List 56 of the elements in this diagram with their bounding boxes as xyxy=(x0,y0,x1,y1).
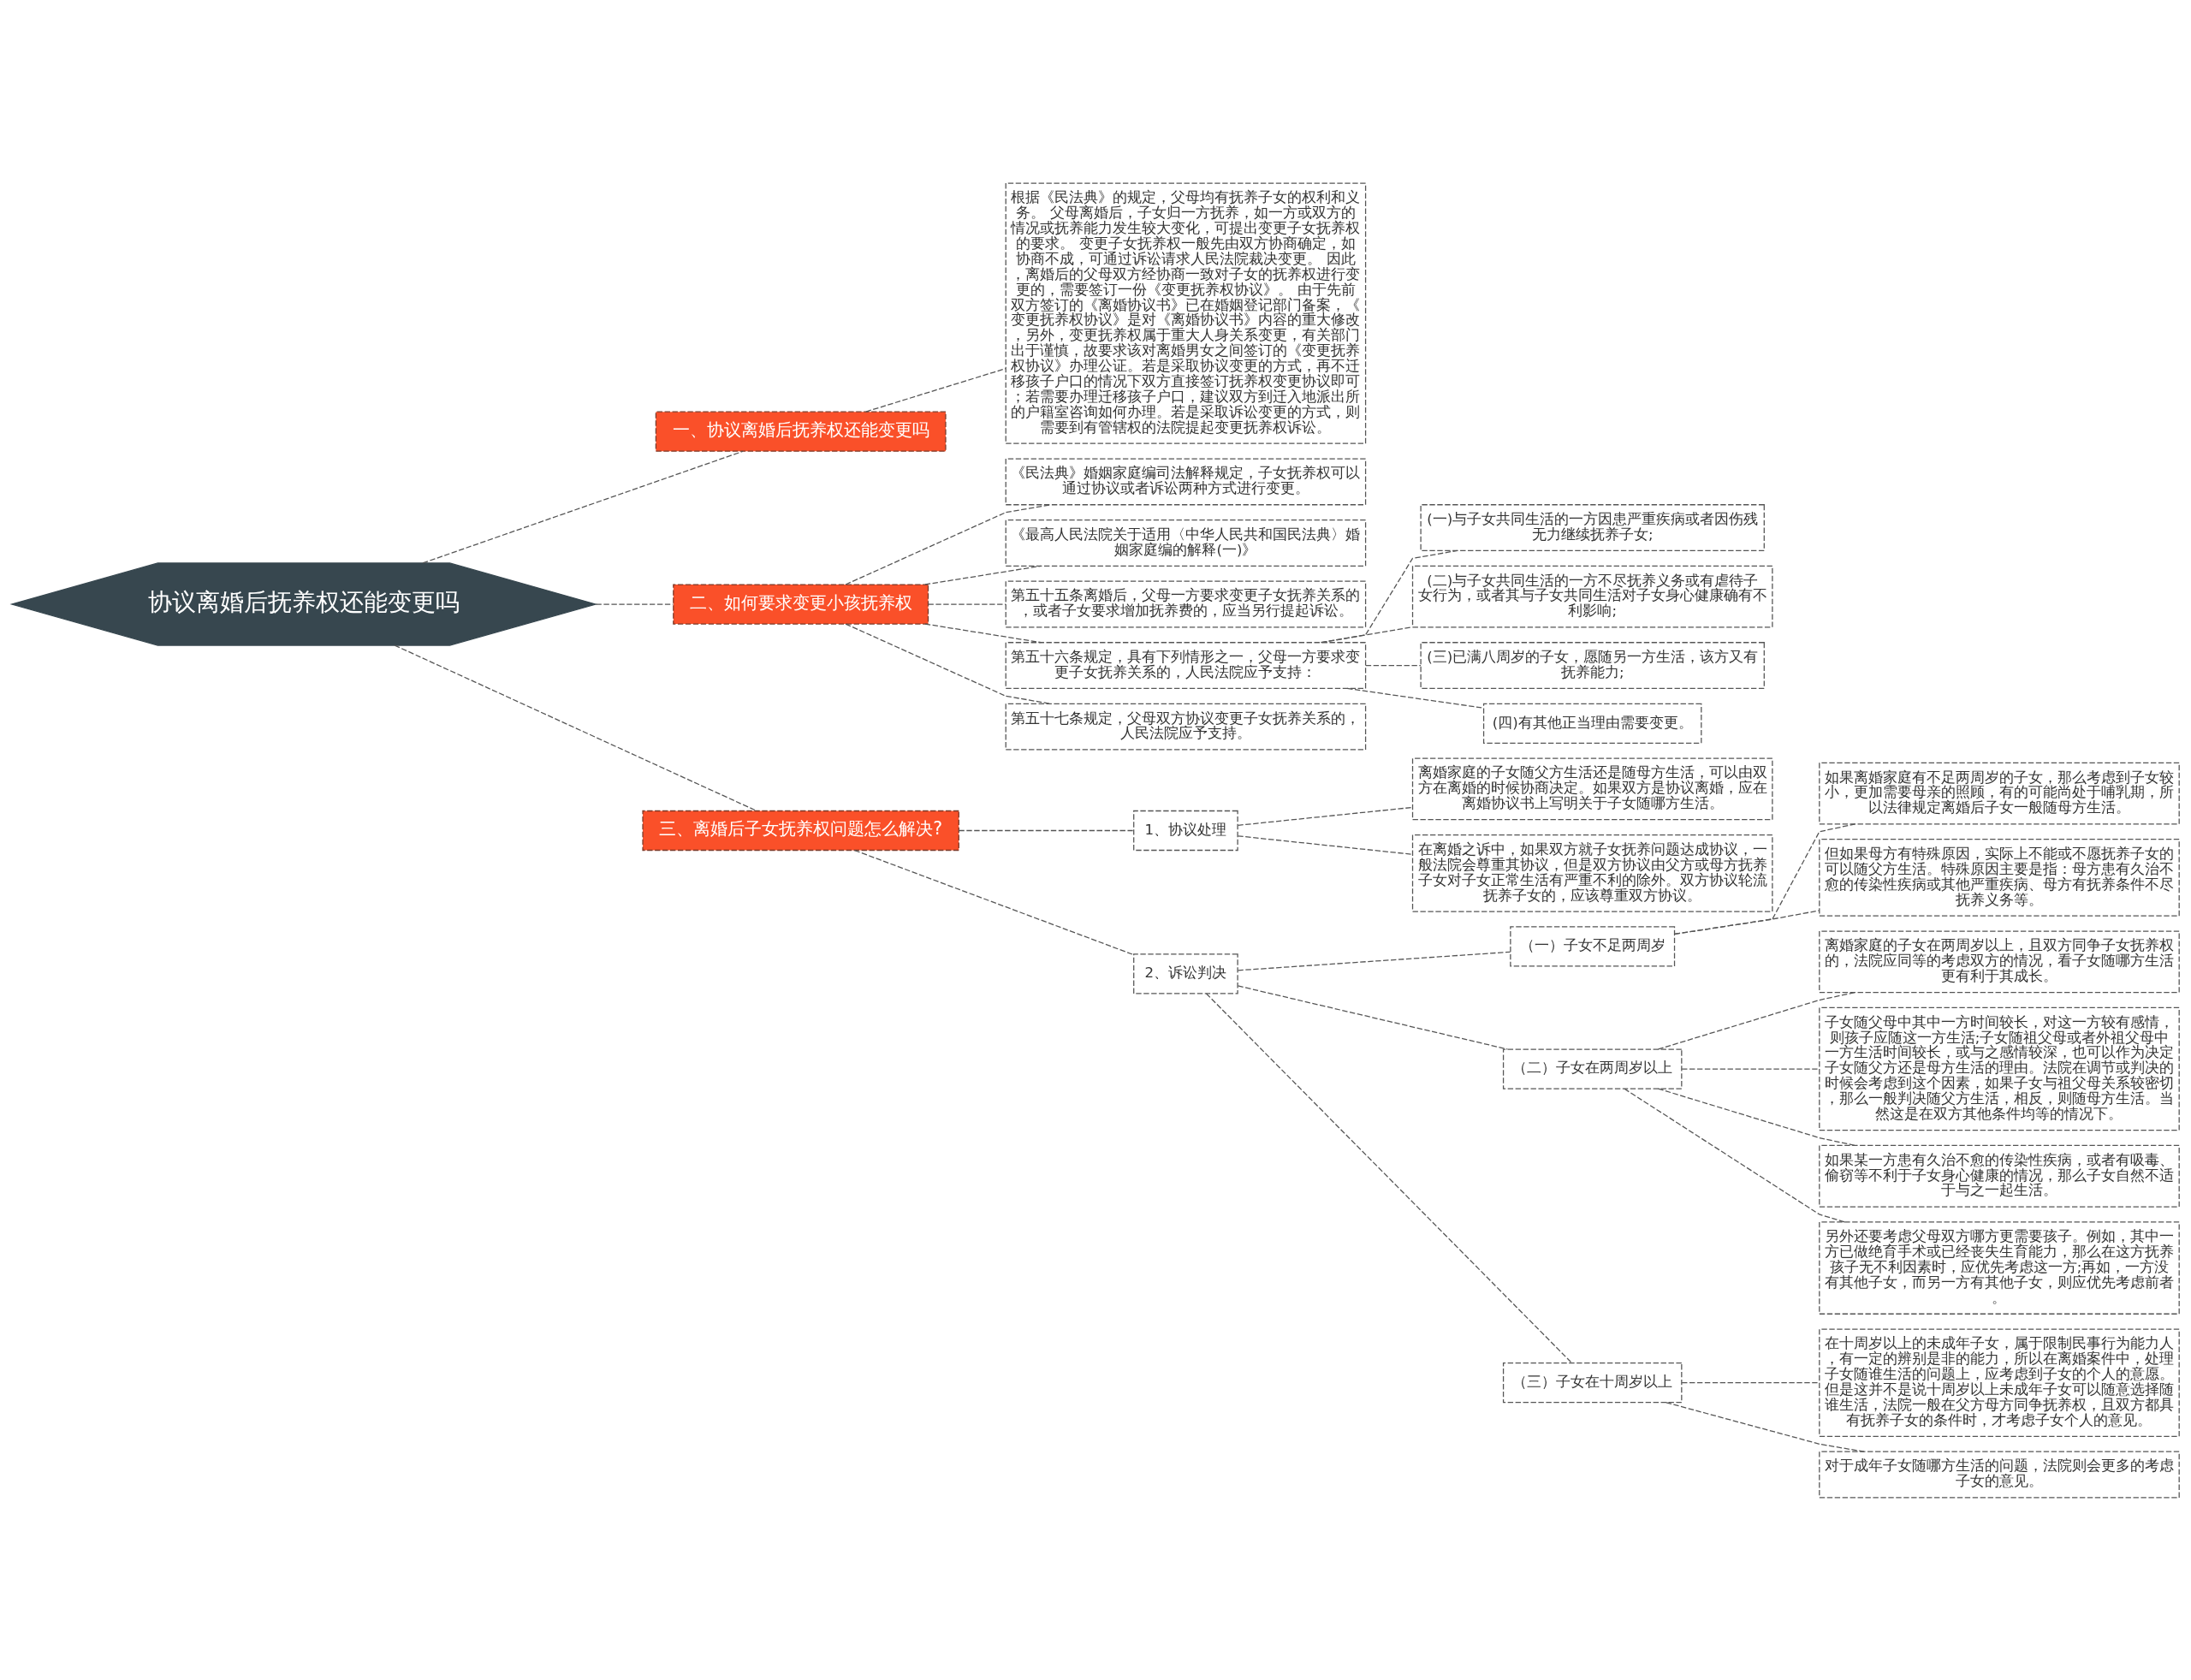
connector xyxy=(1237,834,1413,855)
connector xyxy=(1205,992,1572,1363)
node-box: (二)与子女共同生活的一方不尽抚养义务或有虐待子女行为，或者其与子女共同生活对子女身心健康确有不利影响; xyxy=(1411,565,1773,627)
connector xyxy=(1681,1381,1820,1383)
connector xyxy=(854,849,1135,955)
node-box: (三)已满八周岁的子女，愿随另一方生活，该方又有抚养能力; xyxy=(1420,641,1765,689)
node-box: （一）子女不足两周岁 xyxy=(1510,925,1676,967)
connector xyxy=(958,829,1135,831)
connector xyxy=(1321,626,1413,643)
connector xyxy=(1237,984,1509,1050)
node-box: 《民法典》婚姻家庭编司法解释规定，子女抚养权可以通过协议或者诉讼两种方式进行变更。 xyxy=(1005,457,1367,505)
connector xyxy=(595,603,674,605)
connector xyxy=(1365,664,1422,666)
node-box: 另外还要考虑父母双方哪方更需要孩子。例如，其中一方已做绝育手术或已经丧失生育能力，那么在这方抚养孩子无不利因素时，应优先考虑这一方;再如，一方没有其他子女，而另一方有其他子女，则应优先考虑前者。 xyxy=(1819,1220,2180,1315)
connector xyxy=(1237,951,1511,971)
node-box: 第五十五条离婚后，父母一方要求变更子女抚养关系的，或者子女要求增加抚养费的，应当另行提起诉讼。 xyxy=(1005,580,1367,627)
node-box: 离婚家庭的子女在两周岁以上，且双方同争子女抚养权的，法院应同等的考虑双方的情况，看子女随哪方生活更有利于其成长。 xyxy=(1819,929,2180,993)
connector xyxy=(394,644,757,811)
node-box: （二）子女在两周岁以上 xyxy=(1502,1048,1683,1089)
node-box: 三、离婚后子女抚养权问题怎么解决? xyxy=(642,810,959,851)
connector xyxy=(865,367,1006,413)
node-box: 第五十七条规定，父母双方协议变更子女抚养关系的，人民法院应予支持。 xyxy=(1005,703,1367,751)
node-box: 一、协议离婚后抚养权还能变更吗 xyxy=(655,411,947,452)
connector xyxy=(1674,822,1856,935)
node-box: (一)与子女共同生活的一方因患严重疾病或者因伤残无力继续抚养子女; xyxy=(1420,503,1765,551)
node-box: 二、如何要求变更小孩抚养权 xyxy=(673,583,929,625)
node-box: 离婚家庭的子女随父方生活还是随母方生活，可以由双方在离婚的时候协商决定。如果双方是协议离婚，应在离婚协议书上写明关于子女随哪方生活。 xyxy=(1411,757,1773,820)
node-box: 《最高人民法院关于适用〈中华人民共和国民法典〉婚姻家庭编的解释(一)》 xyxy=(1005,519,1367,567)
connector xyxy=(845,503,1052,585)
node-box: (四)有其他正当理由需要变更。 xyxy=(1482,703,1702,744)
node-box: 子女随父母中其中一方时间较长，对这一方较有感情，则孩子应随这一方生活;子女随祖父母或者外祖父母中一方生活时间较长，或与之感情较深，也可以作为决定子女随父方还是母方生活的理由。法院在调节或判决的时候会考虑到这个因素，如果子女与祖父母关系较密切，那么一般判决随父方生活，相反，则随母方生活。当然这是在双方其他条件均等的情况下。 xyxy=(1819,1006,2180,1131)
node-box: 对于成年子女随哪方生活的问题，法院则会更多的考虑子女的意见。 xyxy=(1819,1451,2180,1499)
node-box: 在十周岁以上的未成年子女，属于限制民事行为能力人，有一定的辨别是非的能力，所以在离婚案件中，处理子女随谁生活的问题上，应考虑到子女的个人的意愿。但是这并不是说十周岁以上未成年子女可以随意选择随谁生活，法院一般在父方母方同争抚养权，且双方都具有抚养子女的条件时，才考虑子女个人的意见。 xyxy=(1819,1328,2180,1437)
connector xyxy=(1674,909,1820,935)
node-box: 根据《民法典》的规定，父母均有抚养子女的权利和义务。 父母离婚后，子女归一方抚养，如一方或双方的情况或抚养能力发生较大变化，可提出变更子女抚养权的要求。 变更子女抚养权一般先由双方协商确定，如协商不成，可通过诉讼请求人民法院裁决变更。 因此，离婚后的父母双方经协商一致对子女的抚养权进行变更的，需要签订一份《变更抚养权协议》。 由于先前双方签订的《离婚协议书》已在婚姻登记部门备案，《变更抚养权协议》是对《离婚协议书》内容的重大修改，另外，变更抚养权属于重大人身关系变更，有关部门出于谨慎，故要求该对离婚男女之间签订的《变更抚养权协议》办理公证。若是采取协议变更的方式，再不迁移孩子户口的情况下双方直接签订抚养权变更协议即可；若需要办理迁移孩子户口，建议双方到迁入地派出所的户籍室咨询如何办理。若是采取诉讼变更的方式，则需要到有管辖权的法院提起变更抚养权诉讼。 xyxy=(1005,181,1367,444)
connector xyxy=(1681,1067,1820,1070)
connector xyxy=(924,565,1042,585)
connector xyxy=(1624,1088,1845,1222)
node-box: 第五十六条规定，具有下列情形之一，父母一方要求变更子女抚养关系的，人民法院应予支持： xyxy=(1005,641,1367,689)
node-box: 在离婚之诉中，如果双方就子女抚养问题达成协议，一般法院会尊重其协议，但是双方协议由父方或母方抚养子女对子女正常生活有严重不利的除外。双方协议轮流抚养子女的，应该尊重双方协议。 xyxy=(1411,834,1773,912)
node-box: 2、诉讼判决 xyxy=(1133,953,1238,994)
node-box: （三）子女在十周岁以上 xyxy=(1502,1362,1683,1403)
node-box: 如果某一方患有久治不愈的传染性疾病，或者有吸毒、偷窃等不利于子女身心健康的情况，那么子女自然不适于与之一起生活。 xyxy=(1819,1144,2180,1208)
connector xyxy=(1237,806,1413,826)
node-box: 如果离婚家庭有不足两周岁的子女，那么考虑到子女较小，更加需要母亲的照顾，有的可能尚处于哺乳期，所以法律规定离婚后子女一般随母方生活。 xyxy=(1819,762,2180,824)
connector xyxy=(927,603,1006,605)
connector xyxy=(1657,1087,1856,1146)
connector xyxy=(924,622,1042,643)
connector xyxy=(422,450,744,564)
node-box: 1、协议处理 xyxy=(1133,810,1238,851)
connector xyxy=(845,622,1052,704)
connector xyxy=(1320,549,1458,643)
connector xyxy=(1346,687,1485,709)
connector xyxy=(1666,1401,1865,1452)
node-box: 但如果母方有特殊原因，实际上不能或不愿抚养子女的可以随父方生活。特殊原因主要是指：母方患有久治不愈的传染性疾病或其他严重疾病、母方有抚养条件不尽抚养义务等。 xyxy=(1819,838,2180,917)
connector xyxy=(1657,991,1856,1050)
